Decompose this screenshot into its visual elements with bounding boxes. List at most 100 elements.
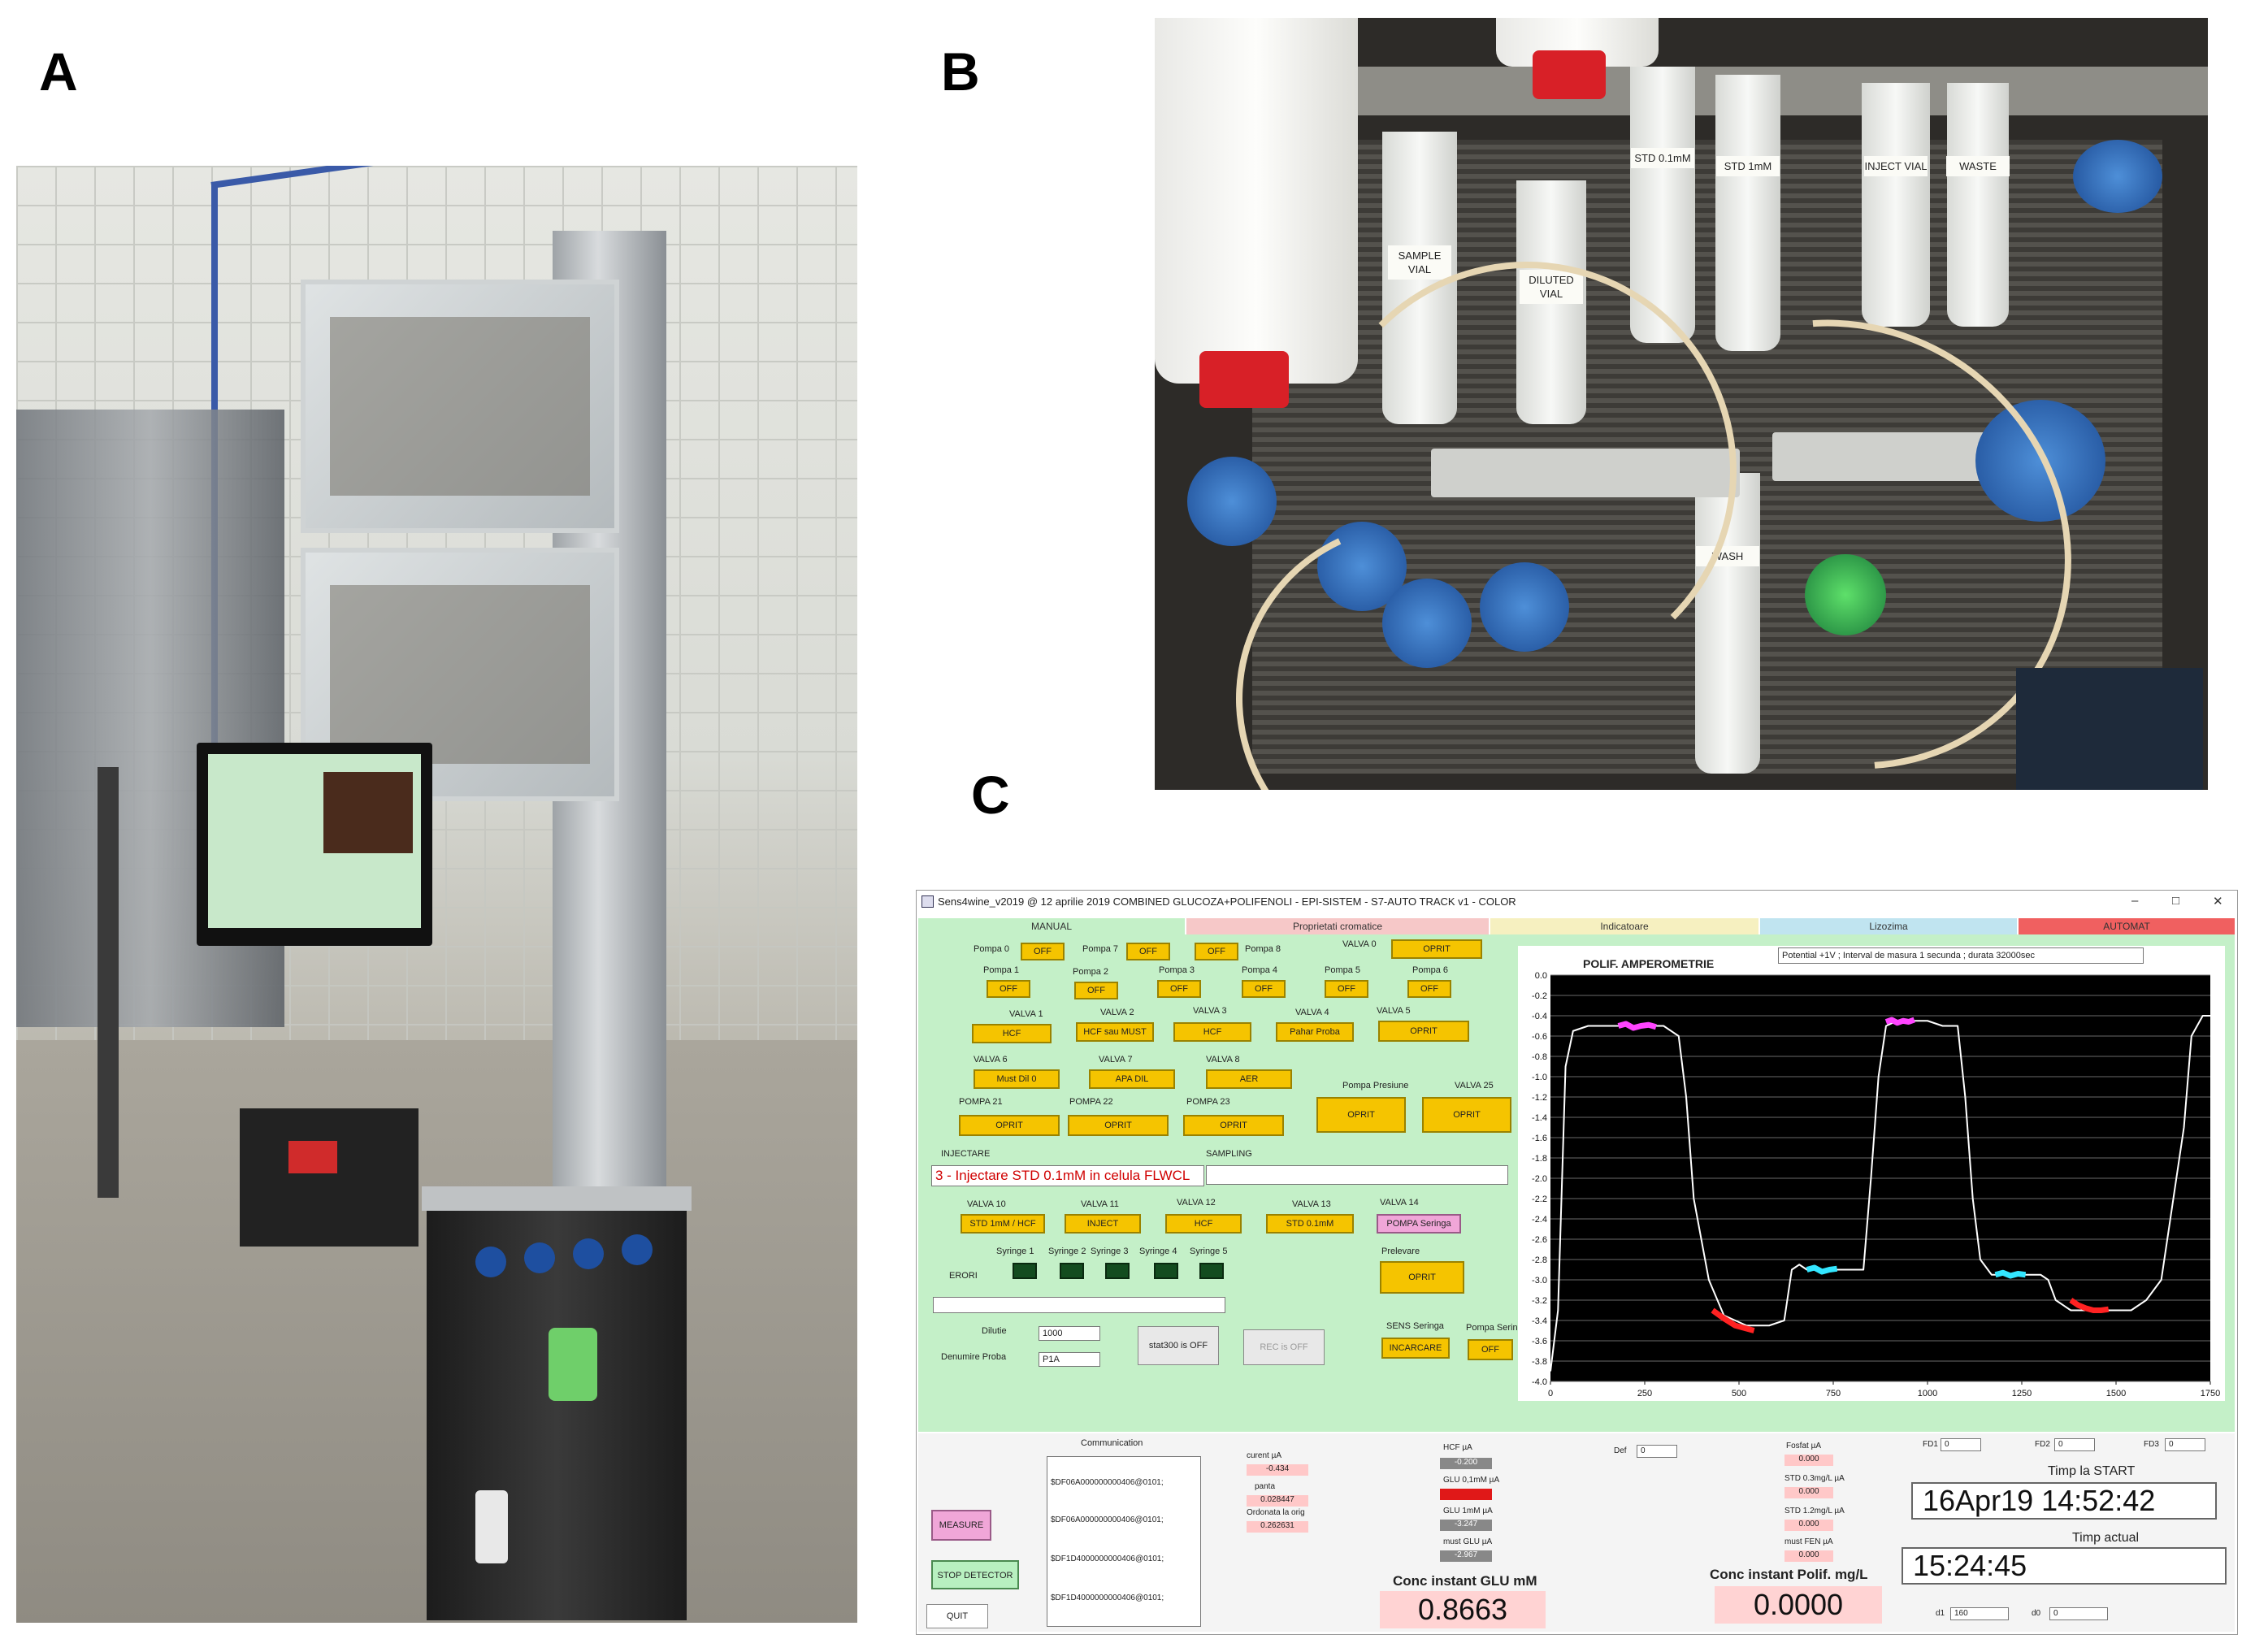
label-panta: panta <box>1255 1482 1276 1491</box>
valva-8-button[interactable]: AER <box>1206 1069 1292 1089</box>
label-pompa-5: Pompa 5 <box>1325 965 1361 975</box>
y-tick-label: -3.4 <box>1532 1316 1547 1326</box>
stop-detector-button[interactable]: STOP DETECTOR <box>931 1560 1019 1589</box>
pompa-5-button[interactable]: OFF <box>1325 980 1368 998</box>
waste-vial: WASTE <box>1946 83 2010 327</box>
rec-button[interactable]: REC is OFF <box>1243 1329 1325 1365</box>
valva-25-button[interactable]: OPRIT <box>1422 1097 1511 1133</box>
pompa-3-button[interactable]: OFF <box>1157 980 1201 998</box>
sens-seringa-button[interactable]: INCARCARE <box>1381 1338 1450 1359</box>
measure-button[interactable]: MEASURE <box>931 1510 991 1541</box>
comm-line: $DF06A000000000406@0101; <box>1051 1515 1164 1524</box>
valva-0-button[interactable]: OPRIT <box>1391 939 1482 959</box>
panta-value: 0.028447 <box>1247 1495 1308 1507</box>
valva-3-button[interactable]: HCF <box>1173 1022 1251 1042</box>
fd3-input[interactable]: 0 <box>2165 1438 2205 1451</box>
label-pompa-22: POMPA 22 <box>1069 1097 1113 1107</box>
pompa-21-button[interactable]: OPRIT <box>959 1115 1060 1136</box>
close-icon[interactable]: ✕ <box>2213 895 2223 908</box>
fd2-input[interactable]: 0 <box>2054 1438 2095 1451</box>
label-valva-10: VALVA 10 <box>967 1199 1006 1209</box>
label-valva-5: VALVA 5 <box>1377 1006 1411 1016</box>
label-std-1: STD 1mM <box>1716 156 1780 176</box>
tab-proprietati-cromatice[interactable]: Proprietati cromatice <box>1186 918 1489 934</box>
valva-6-button[interactable]: Must Dil 0 <box>974 1069 1060 1089</box>
label-valva-6: VALVA 6 <box>974 1055 1008 1064</box>
label-valva-14: VALVA 14 <box>1380 1198 1419 1208</box>
pompa-4-button[interactable]: OFF <box>1242 980 1286 998</box>
label-must-fen: must FEN µA <box>1784 1537 1833 1546</box>
label-valva-13: VALVA 13 <box>1292 1199 1331 1209</box>
denumire-proba-input[interactable]: P1A <box>1039 1352 1100 1367</box>
valva-12-button[interactable]: HCF <box>1165 1214 1242 1234</box>
valva-7-button[interactable]: APA DIL <box>1089 1069 1175 1089</box>
pompa-22-button[interactable]: OPRIT <box>1068 1115 1169 1136</box>
glu-1-value: -3.247 <box>1440 1520 1492 1531</box>
reagent-bottle <box>549 1328 597 1401</box>
label-waste: WASTE <box>1946 156 2010 176</box>
def-input[interactable]: 0 <box>1637 1445 1677 1458</box>
label-denumire-proba: Denumire Proba <box>941 1352 1007 1362</box>
label-syringe-1: Syringe 1 <box>996 1247 1034 1256</box>
quit-button[interactable]: QUIT <box>926 1604 988 1628</box>
tab-indicatoare[interactable]: Indicatoare <box>1490 918 1758 934</box>
y-tick-label: -2.6 <box>1532 1235 1547 1245</box>
std-03-value: 0.000 <box>1784 1487 1833 1498</box>
syringe-5-led <box>1199 1263 1224 1279</box>
plot-title: POLIF. AMPEROMETRIE <box>1583 957 1715 970</box>
minimize-icon[interactable]: – <box>2131 894 2139 908</box>
label-syringe-4: Syringe 4 <box>1139 1247 1177 1256</box>
label-valva-25: VALVA 25 <box>1455 1081 1494 1090</box>
valva-10-button[interactable]: STD 1mM / HCF <box>961 1214 1045 1234</box>
y-tick-label: -3.2 <box>1532 1296 1547 1306</box>
valva-2-button[interactable]: HCF sau MUST <box>1076 1022 1154 1042</box>
valva-5-button[interactable]: OPRIT <box>1378 1021 1469 1042</box>
series-line <box>1884 1017 1915 1026</box>
valva-11-button[interactable]: INJECT <box>1065 1214 1141 1234</box>
dilutie-input[interactable]: 1000 <box>1039 1326 1100 1341</box>
d0-input[interactable]: 0 <box>2049 1607 2108 1620</box>
must-fen-value: 0.000 <box>1784 1550 1833 1562</box>
valva-13-button[interactable]: STD 0.1mM <box>1266 1214 1354 1234</box>
tab-automat[interactable]: AUTOMAT <box>2019 918 2235 934</box>
label-syringe-3: Syringe 3 <box>1091 1247 1129 1256</box>
pompa-1-button[interactable]: OFF <box>987 980 1030 998</box>
comm-line: $DF1D4000000000406@0101; <box>1051 1554 1164 1563</box>
tab-lizozima[interactable]: Lizozima <box>1760 918 2017 934</box>
series-line <box>1994 1269 2027 1279</box>
label-fd1: FD1 <box>1923 1440 1938 1449</box>
y-tick-label: -0.2 <box>1532 991 1547 1001</box>
prelevare-button[interactable]: OPRIT <box>1380 1261 1464 1294</box>
label-syringe-5: Syringe 5 <box>1190 1247 1228 1256</box>
pompa-6-button[interactable]: OFF <box>1407 980 1451 998</box>
valva-1-button[interactable]: HCF <box>972 1024 1052 1043</box>
pompa-7-button[interactable]: OFF <box>1126 943 1170 960</box>
pompa-2-button[interactable]: OFF <box>1074 982 1118 999</box>
window-title: Sens4wine_v2019 @ 12 aprilie 2019 COMBIN… <box>938 895 1516 908</box>
d1-input[interactable]: 160 <box>1950 1607 2009 1620</box>
pompa-23-button[interactable]: OPRIT <box>1183 1115 1284 1136</box>
pompa-seringa-button[interactable]: OFF <box>1468 1339 1513 1360</box>
valva-4-button[interactable]: Pahar Proba <box>1276 1022 1354 1042</box>
plot-info-field: Potential +1V ; Interval de masura 1 sec… <box>1778 947 2144 964</box>
syringe-2-led <box>1060 1263 1084 1279</box>
green-fitting <box>1805 554 1886 635</box>
fd1-input[interactable]: 0 <box>1941 1438 1981 1451</box>
maximize-icon[interactable]: □ <box>2172 894 2180 908</box>
y-tick-label: -1.6 <box>1532 1134 1547 1143</box>
photo-installation <box>16 166 857 1623</box>
label-communication: Communication <box>1081 1438 1143 1448</box>
stat300-button[interactable]: stat300 is OFF <box>1138 1326 1219 1365</box>
label-pompa-0: Pompa 0 <box>974 944 1010 954</box>
pompa-0-button[interactable]: OFF <box>1021 943 1065 960</box>
valva-14-button[interactable]: POMPA Seringa <box>1377 1214 1461 1234</box>
label-inject-vial: INJECT VIAL <box>1864 156 1928 176</box>
label-sampling: SAMPLING <box>1206 1149 1252 1159</box>
pompa-presiune-button[interactable]: OPRIT <box>1316 1097 1406 1133</box>
label-std-12: STD 1.2mg/L µA <box>1784 1507 1845 1515</box>
pompa-8-button[interactable]: OFF <box>1195 943 1238 960</box>
label-conc-glu: Conc instant GLU mM <box>1393 1573 1537 1589</box>
x-tick-label: 0 <box>1548 1389 1553 1398</box>
sampling-field[interactable] <box>1206 1165 1508 1185</box>
tab-manual[interactable]: MANUAL <box>918 918 1185 934</box>
